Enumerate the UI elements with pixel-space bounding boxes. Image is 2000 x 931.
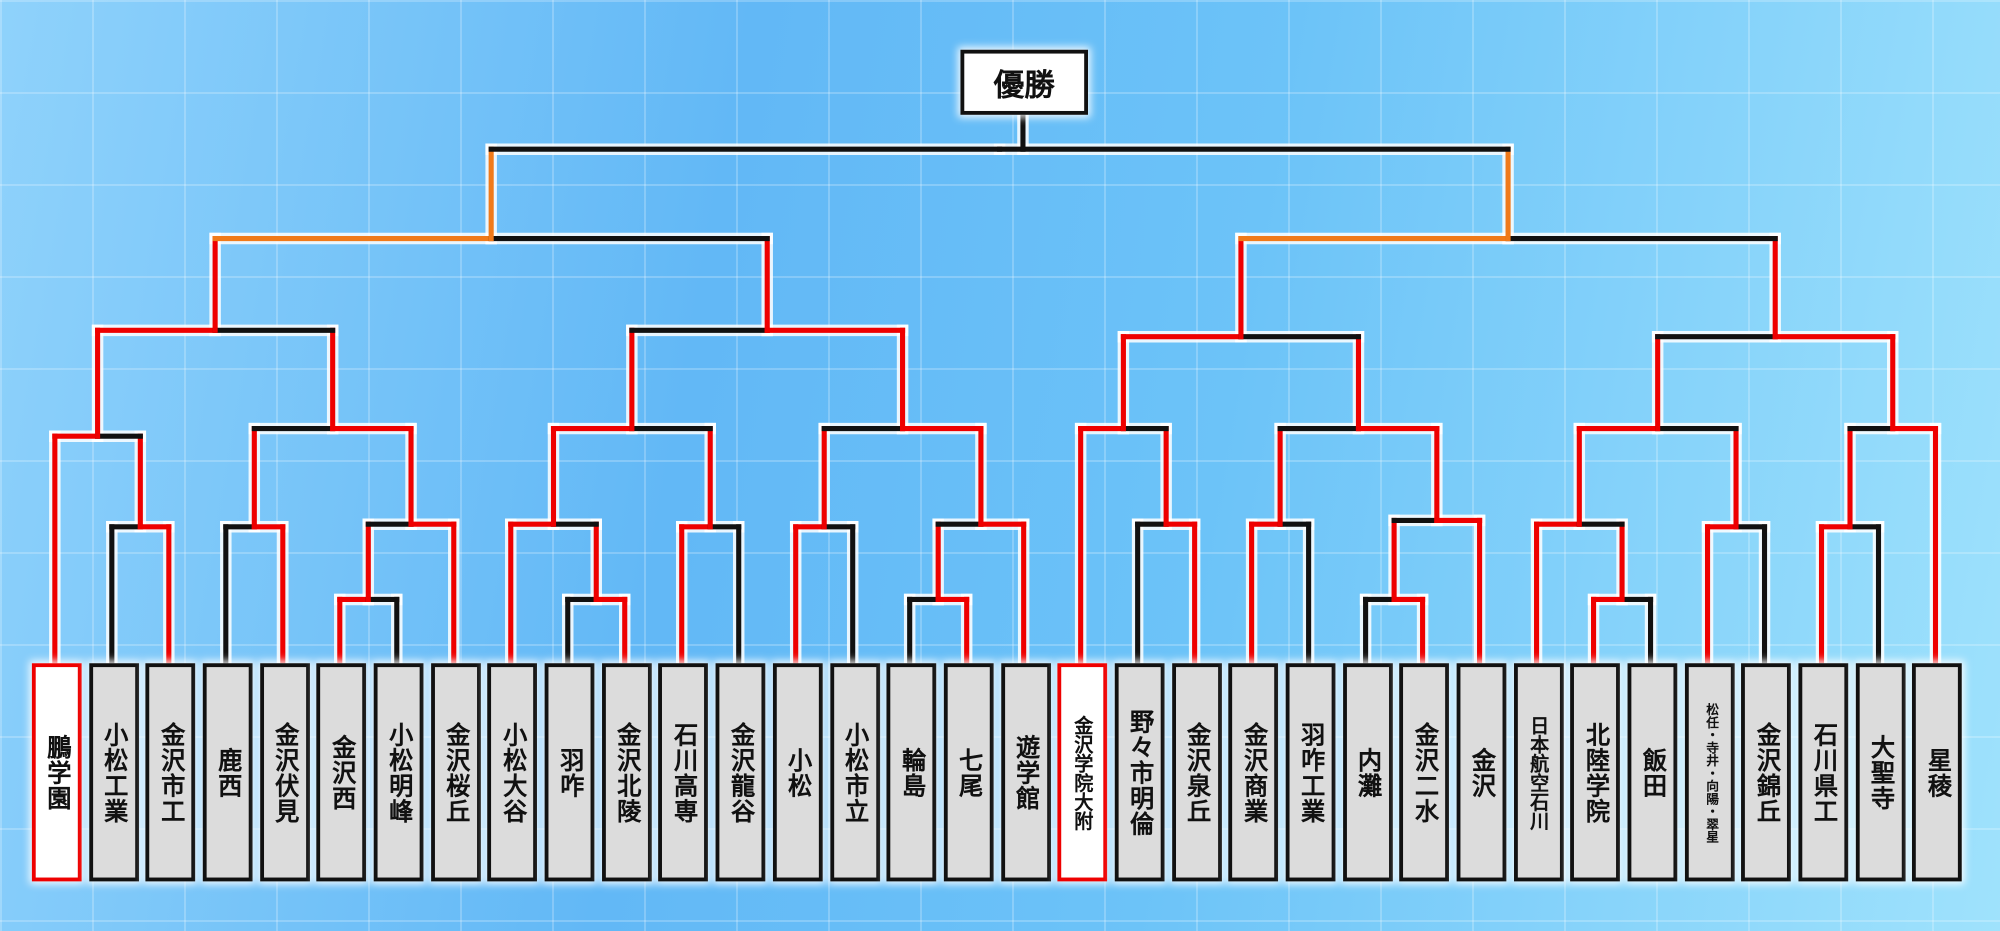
team-name: 遊学館: [1012, 734, 1041, 811]
team-box: 金沢龍谷: [715, 663, 766, 882]
team-name: 羽咋工業: [1297, 721, 1326, 824]
team-box: 北陸学院: [1570, 663, 1621, 882]
team-box: 星稜: [1912, 663, 1963, 882]
team-box: 羽咋工業: [1285, 663, 1336, 882]
team-name: 日本航空石川: [1527, 714, 1551, 830]
team-name: 大聖寺: [1867, 734, 1896, 811]
team-box: 鹿西: [202, 663, 253, 882]
team-name: 小松工業: [100, 721, 129, 824]
team-box: 金沢: [1456, 663, 1507, 882]
team-name: 小松明峰: [385, 721, 414, 824]
team-box: 金沢北陵: [601, 663, 652, 882]
team-name: 七尾: [955, 746, 984, 798]
team-name: 野々市明倫: [1126, 708, 1155, 837]
team-name: 松任・寺井・向陽・翠星: [1703, 702, 1718, 843]
team-box: 小松工業: [88, 663, 139, 882]
team-name: 金沢商業: [1240, 721, 1269, 824]
team-name: 鹿西: [214, 746, 243, 798]
line-glow: [49, 103, 1942, 669]
team-box: 小松明峰: [373, 663, 424, 882]
team-box: 金沢商業: [1228, 663, 1279, 882]
team-name: 内灘: [1354, 746, 1383, 798]
team-name: 金沢桜丘: [442, 721, 471, 824]
team-box: 日本航空石川: [1513, 663, 1564, 882]
team-name: 石川高専: [670, 721, 699, 824]
team-name: 金沢: [1468, 746, 1497, 798]
team-box: 金沢西: [316, 663, 367, 882]
team-name: 星稜: [1924, 746, 1953, 798]
team-name: 北陸学院: [1582, 721, 1611, 824]
team-name: 小松市立: [841, 721, 870, 824]
team-box: 飯田: [1627, 663, 1678, 882]
team-name: 金沢北陵: [613, 721, 642, 824]
team-box: 小松大谷: [487, 663, 538, 882]
team-box: 野々市明倫: [1114, 663, 1165, 882]
line-group: [52, 107, 1939, 666]
team-box: 小松市立: [829, 663, 880, 882]
team-box: 金沢市工: [145, 663, 196, 882]
team-name: 石川県工: [1810, 721, 1839, 824]
champion-box: 優勝: [960, 49, 1089, 115]
team-box: 羽咋: [544, 663, 595, 882]
team-name: 小松大谷: [499, 721, 528, 824]
team-name: 金沢西: [328, 734, 357, 811]
team-box: 石川県工: [1798, 663, 1849, 882]
team-box: 金沢伏見: [259, 663, 310, 882]
team-name: 金沢二水: [1411, 721, 1440, 824]
team-box: 遊学館: [1000, 663, 1051, 882]
team-name: 金沢学院大附: [1071, 714, 1095, 830]
team-box: 石川高専: [658, 663, 709, 882]
team-name: 羽咋: [556, 746, 585, 798]
team-box: 金沢二水: [1399, 663, 1450, 882]
team-box: 金沢桜丘: [430, 663, 481, 882]
team-name: 金沢泉丘: [1183, 721, 1212, 824]
team-box: 大聖寺: [1855, 663, 1906, 882]
team-name: 金沢市工: [157, 721, 186, 824]
team-name: 金沢錦丘: [1753, 721, 1782, 824]
team-box: 金沢錦丘: [1741, 663, 1792, 882]
team-name: 鵬学園: [43, 734, 72, 811]
team-box: 内灘: [1342, 663, 1393, 882]
team-name: 金沢伏見: [271, 721, 300, 824]
team-box: 金沢泉丘: [1171, 663, 1222, 882]
team-name: 小松: [784, 746, 813, 798]
team-name: 輪島: [898, 746, 927, 798]
team-box: 金沢学院大附: [1057, 663, 1108, 882]
team-name: 金沢龍谷: [727, 721, 756, 824]
team-box: 鵬学園: [31, 663, 82, 882]
team-box: 小松: [772, 663, 823, 882]
team-box: 松任・寺井・向陽・翠星: [1684, 663, 1735, 882]
team-box: 七尾: [943, 663, 994, 882]
team-box: 輪島: [886, 663, 937, 882]
team-name: 飯田: [1639, 746, 1668, 798]
